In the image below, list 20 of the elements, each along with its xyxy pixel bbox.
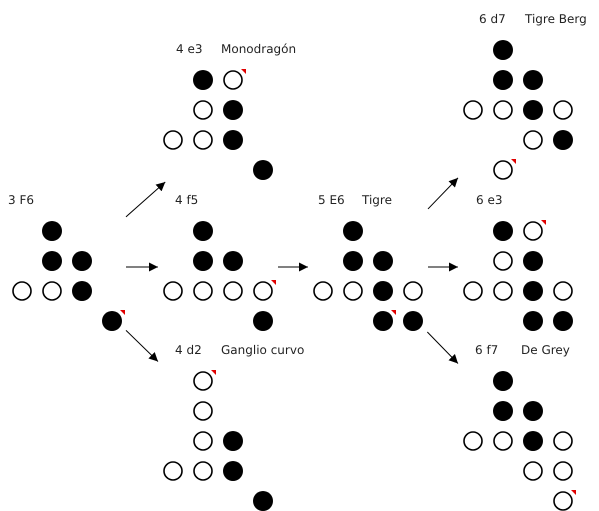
pattern-name: Tigre Berg <box>525 12 587 26</box>
arrow <box>126 262 158 272</box>
pattern-name: Ganglio curvo <box>221 343 304 357</box>
arrow <box>126 182 166 218</box>
move-label: 4 f5 <box>175 193 198 207</box>
arrow <box>426 332 458 364</box>
pattern-name: Monodragón <box>221 42 296 56</box>
move-label: 6 f7 <box>475 343 498 357</box>
move-label: 6 d7 <box>479 12 506 26</box>
arrow <box>428 262 458 272</box>
move-label: 4 e3 <box>176 42 202 56</box>
move-label: 4 d2 <box>175 343 202 357</box>
arrow <box>428 177 458 210</box>
pattern-name: Tigre <box>362 193 392 207</box>
pattern-name: De Grey <box>521 343 570 357</box>
move-label: 5 E6 <box>318 193 345 207</box>
arrow <box>278 262 308 272</box>
arrow <box>126 330 158 362</box>
move-label: 3 F6 <box>8 193 34 207</box>
move-label: 6 e3 <box>476 193 502 207</box>
